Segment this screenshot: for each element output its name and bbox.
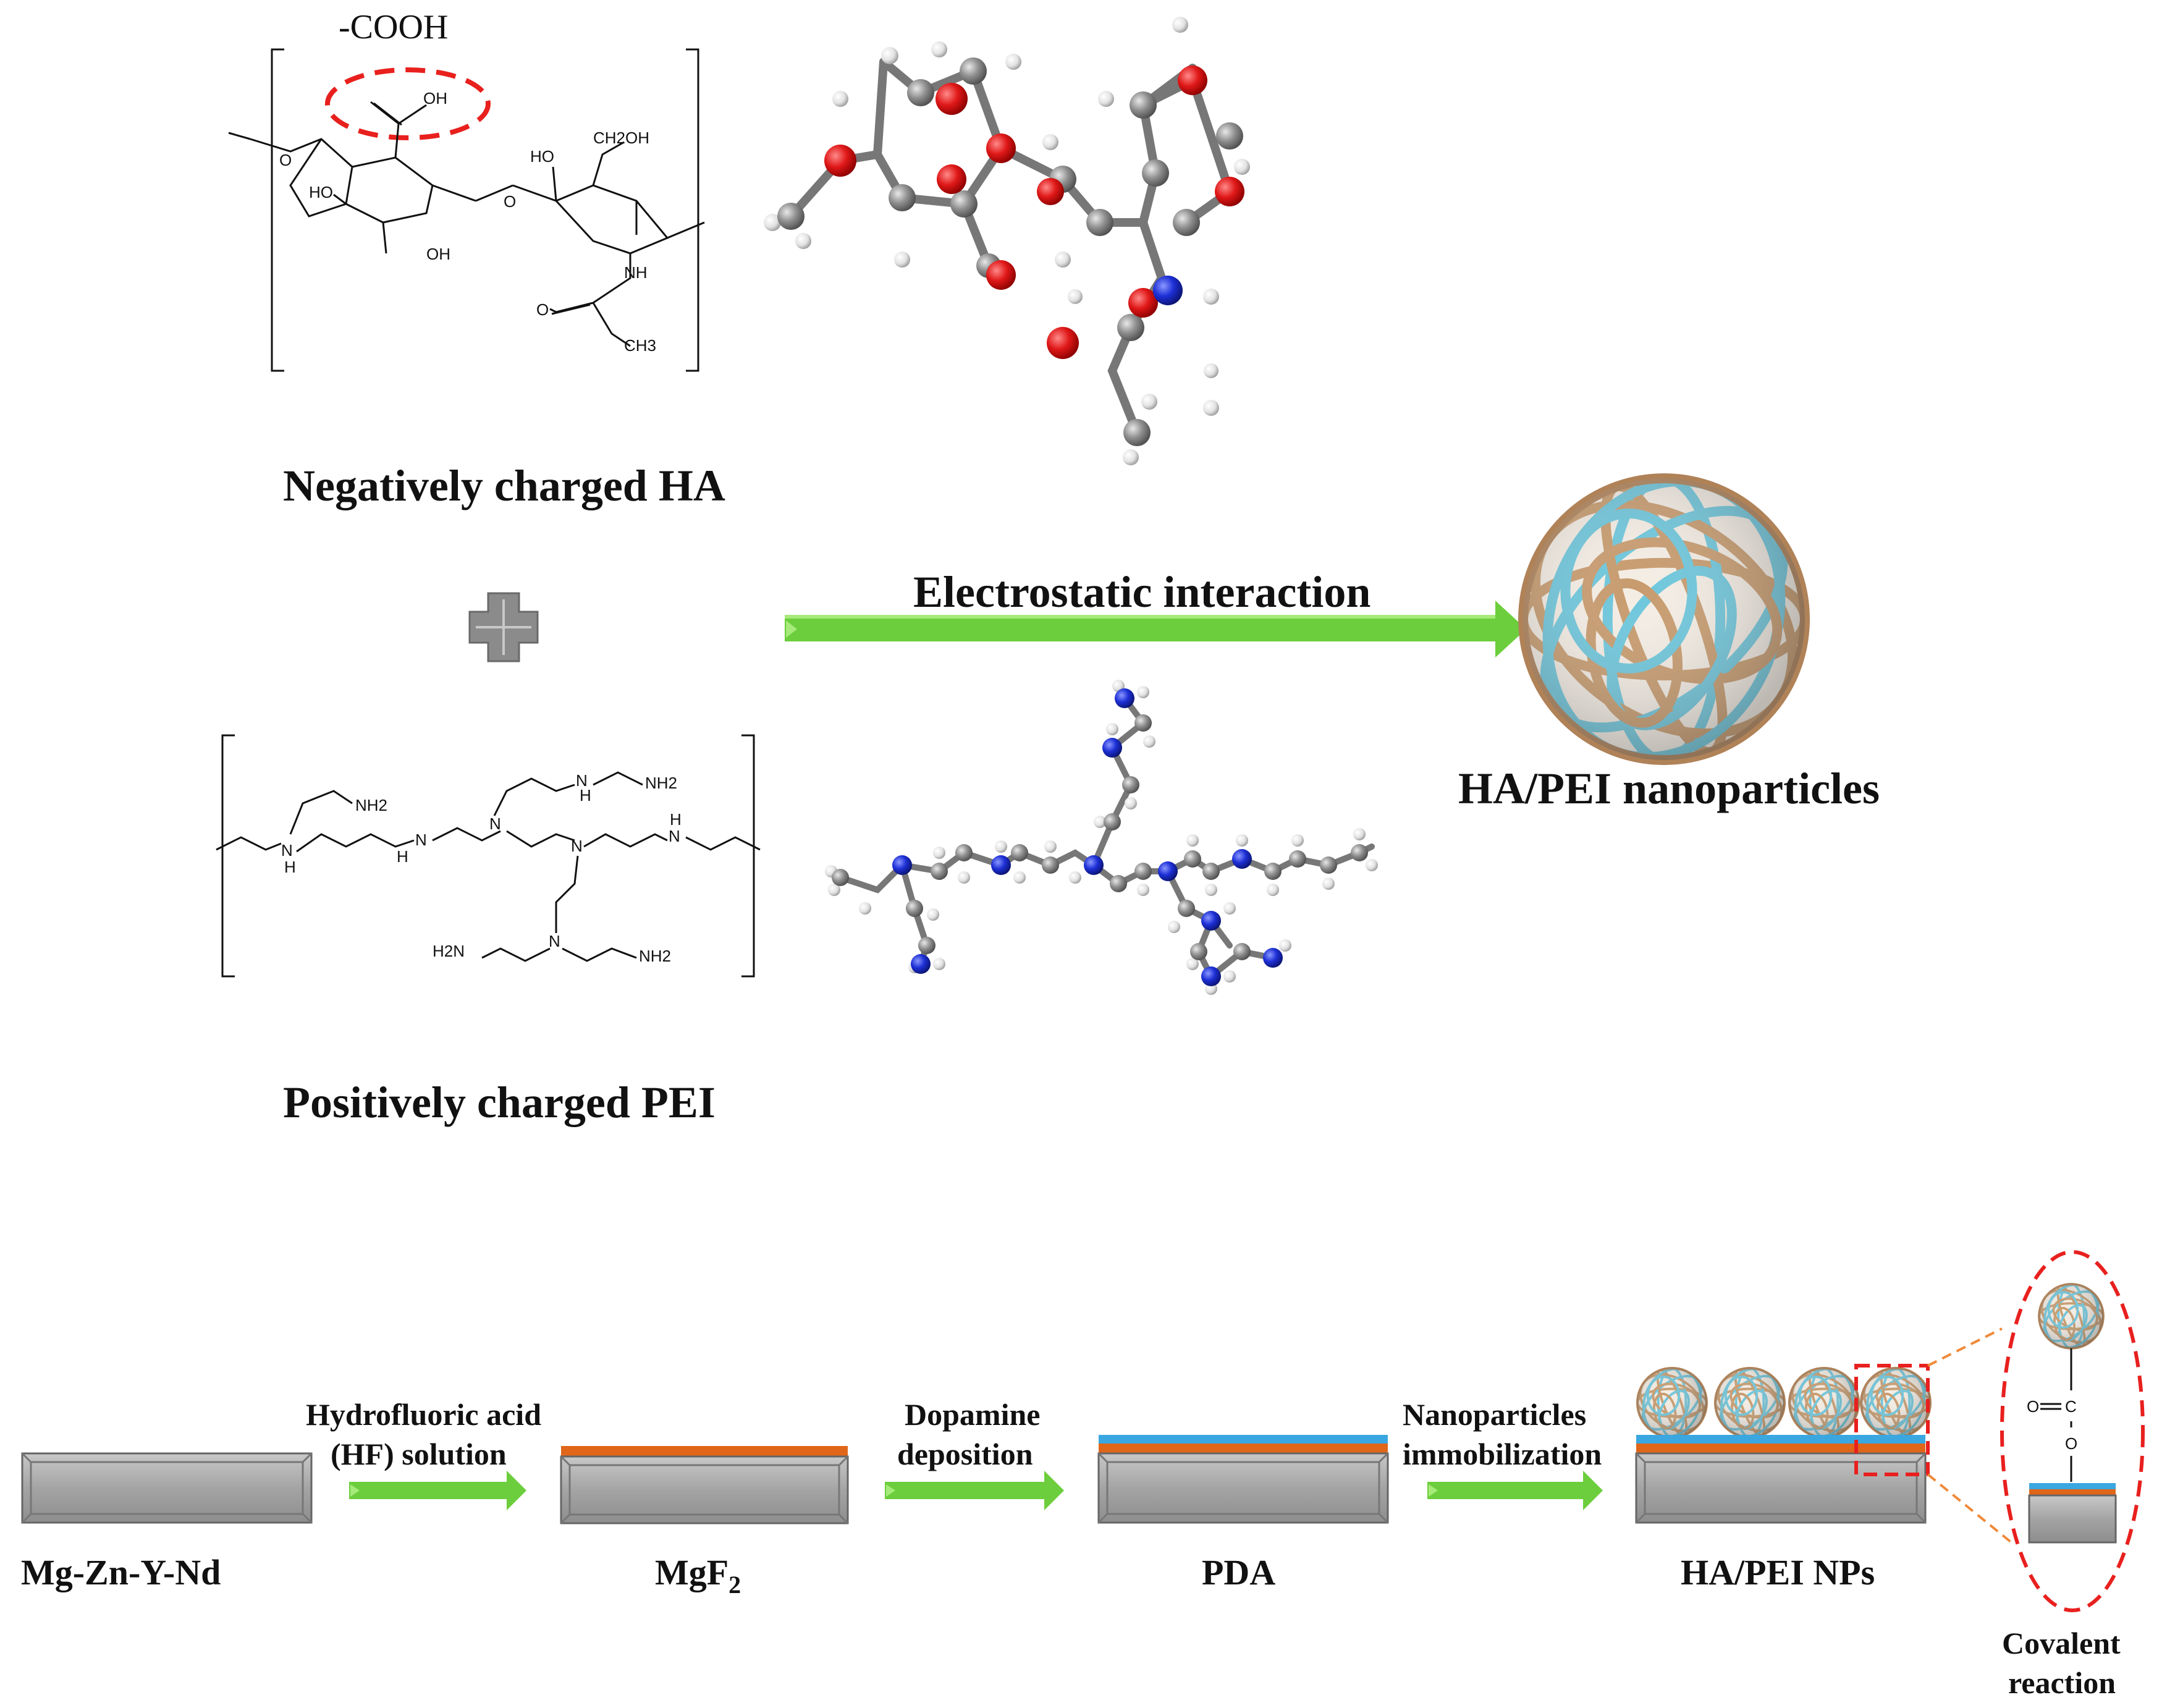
pei-atom-nh2-2: NH2 — [645, 774, 677, 792]
pei-atom-h-4: H — [284, 858, 296, 876]
ha-ring-1 — [250, 138, 353, 218]
step3-label-line2: immobilization — [1403, 1437, 1602, 1471]
ha-atom-o: O — [279, 151, 292, 169]
ha-atom-ch2oh: CH2OH — [593, 129, 649, 147]
step3-arrow — [1427, 1471, 1603, 1510]
label-mgf2: MgF2 — [655, 1552, 741, 1599]
pei-atom-n-6: N — [669, 827, 680, 845]
ha-atom-o-link: O — [504, 192, 516, 211]
substrate-pda — [1097, 1435, 1389, 1524]
ha-atom-ch3: CH3 — [624, 336, 656, 355]
pei-atom-h-3: H — [670, 810, 682, 829]
plus-icon — [468, 592, 539, 662]
ha-pei-nanoparticle-large — [1492, 448, 1836, 790]
ha-chemical-structure: -COOH O OH HO CH2OH HO O OH NH O CH3 — [228, 8, 705, 372]
pei-atom-h2n: H2N — [433, 942, 465, 960]
pei-ball-and-stick-model — [825, 680, 1378, 995]
ha-atom-nh: NH — [624, 263, 648, 282]
step2-arrow — [885, 1471, 1064, 1510]
ha-title: Negatively charged HA — [283, 461, 725, 510]
electrostatic-arrow-label: Electrostatic interaction — [913, 567, 1370, 617]
zoom-line-top — [1927, 1327, 2003, 1367]
label-mg-zn-y-nd: Mg-Zn-Y-Nd — [21, 1552, 221, 1592]
pei-atom-n-4: N — [576, 771, 588, 790]
pei-atom-h-1: H — [397, 847, 408, 866]
step1-arrow — [349, 1471, 526, 1510]
inset-atom-c: C — [2065, 1397, 2077, 1416]
inset-label-line1: Covalent — [2002, 1626, 2121, 1660]
ha-atom-oh: OH — [426, 245, 450, 263]
zoom-highlight-box — [1854, 1364, 1930, 1476]
ha-left-bracket — [271, 48, 284, 372]
cooh-highlight-ellipse — [325, 67, 491, 140]
electrostatic-arrow — [785, 601, 1526, 657]
step1-label-line2: (HF) solution — [331, 1437, 507, 1471]
label-pda: PDA — [1202, 1552, 1275, 1592]
substrate-ha-pei-nps — [1628, 1359, 1940, 1524]
np-title: HA/PEI nanoparticles — [1458, 764, 1880, 813]
ha-atom-ho-2: HO — [530, 147, 554, 166]
pei-title: Positively charged PEI — [283, 1078, 716, 1127]
step1-label-line1: Hydrofluoric acid — [306, 1397, 541, 1432]
inset-label-line2: reaction — [2008, 1665, 2116, 1700]
step2-label-line2: deposition — [897, 1437, 1033, 1471]
step2-label-line1: Dopamine — [905, 1397, 1040, 1432]
covalent-inset: O C O — [2000, 1250, 2145, 1612]
step3-label-line1: Nanoparticles — [1403, 1397, 1586, 1432]
substrate-mgf2 — [560, 1446, 849, 1524]
ha-atom-oh-acid: OH — [423, 89, 447, 108]
pei-atom-n-5: N — [571, 837, 583, 855]
inset-atom-o: O — [2065, 1434, 2077, 1453]
pei-atom-n-1: N — [281, 841, 293, 860]
pei-atom-n-2: N — [415, 831, 427, 849]
pei-atom-nh2-1: NH2 — [355, 796, 387, 814]
label-ha-pei-nps: HA/PEI NPs — [1681, 1552, 1875, 1592]
pei-atom-h-2: H — [580, 786, 591, 805]
pei-atom-n-3: N — [489, 814, 501, 833]
ha-atom-o-acetyl: O — [536, 300, 549, 319]
ha-ball-and-stick-model — [764, 17, 1250, 465]
ha-right-bracket — [686, 48, 699, 372]
zoom-line-bottom — [1927, 1473, 2016, 1546]
pei-atom-nh2-3: NH2 — [639, 947, 671, 965]
substrate-mg-zn-y-nd — [21, 1452, 313, 1524]
pei-chemical-structure: NH2 N H N N H N N NH2 H N H H2N N NH2 — [216, 734, 761, 978]
cooh-label: -COOH — [339, 8, 448, 46]
inset-atom-o-double: O — [2027, 1397, 2039, 1416]
ha-atom-ho: HO — [309, 183, 333, 201]
pei-atom-n-7: N — [549, 932, 560, 950]
